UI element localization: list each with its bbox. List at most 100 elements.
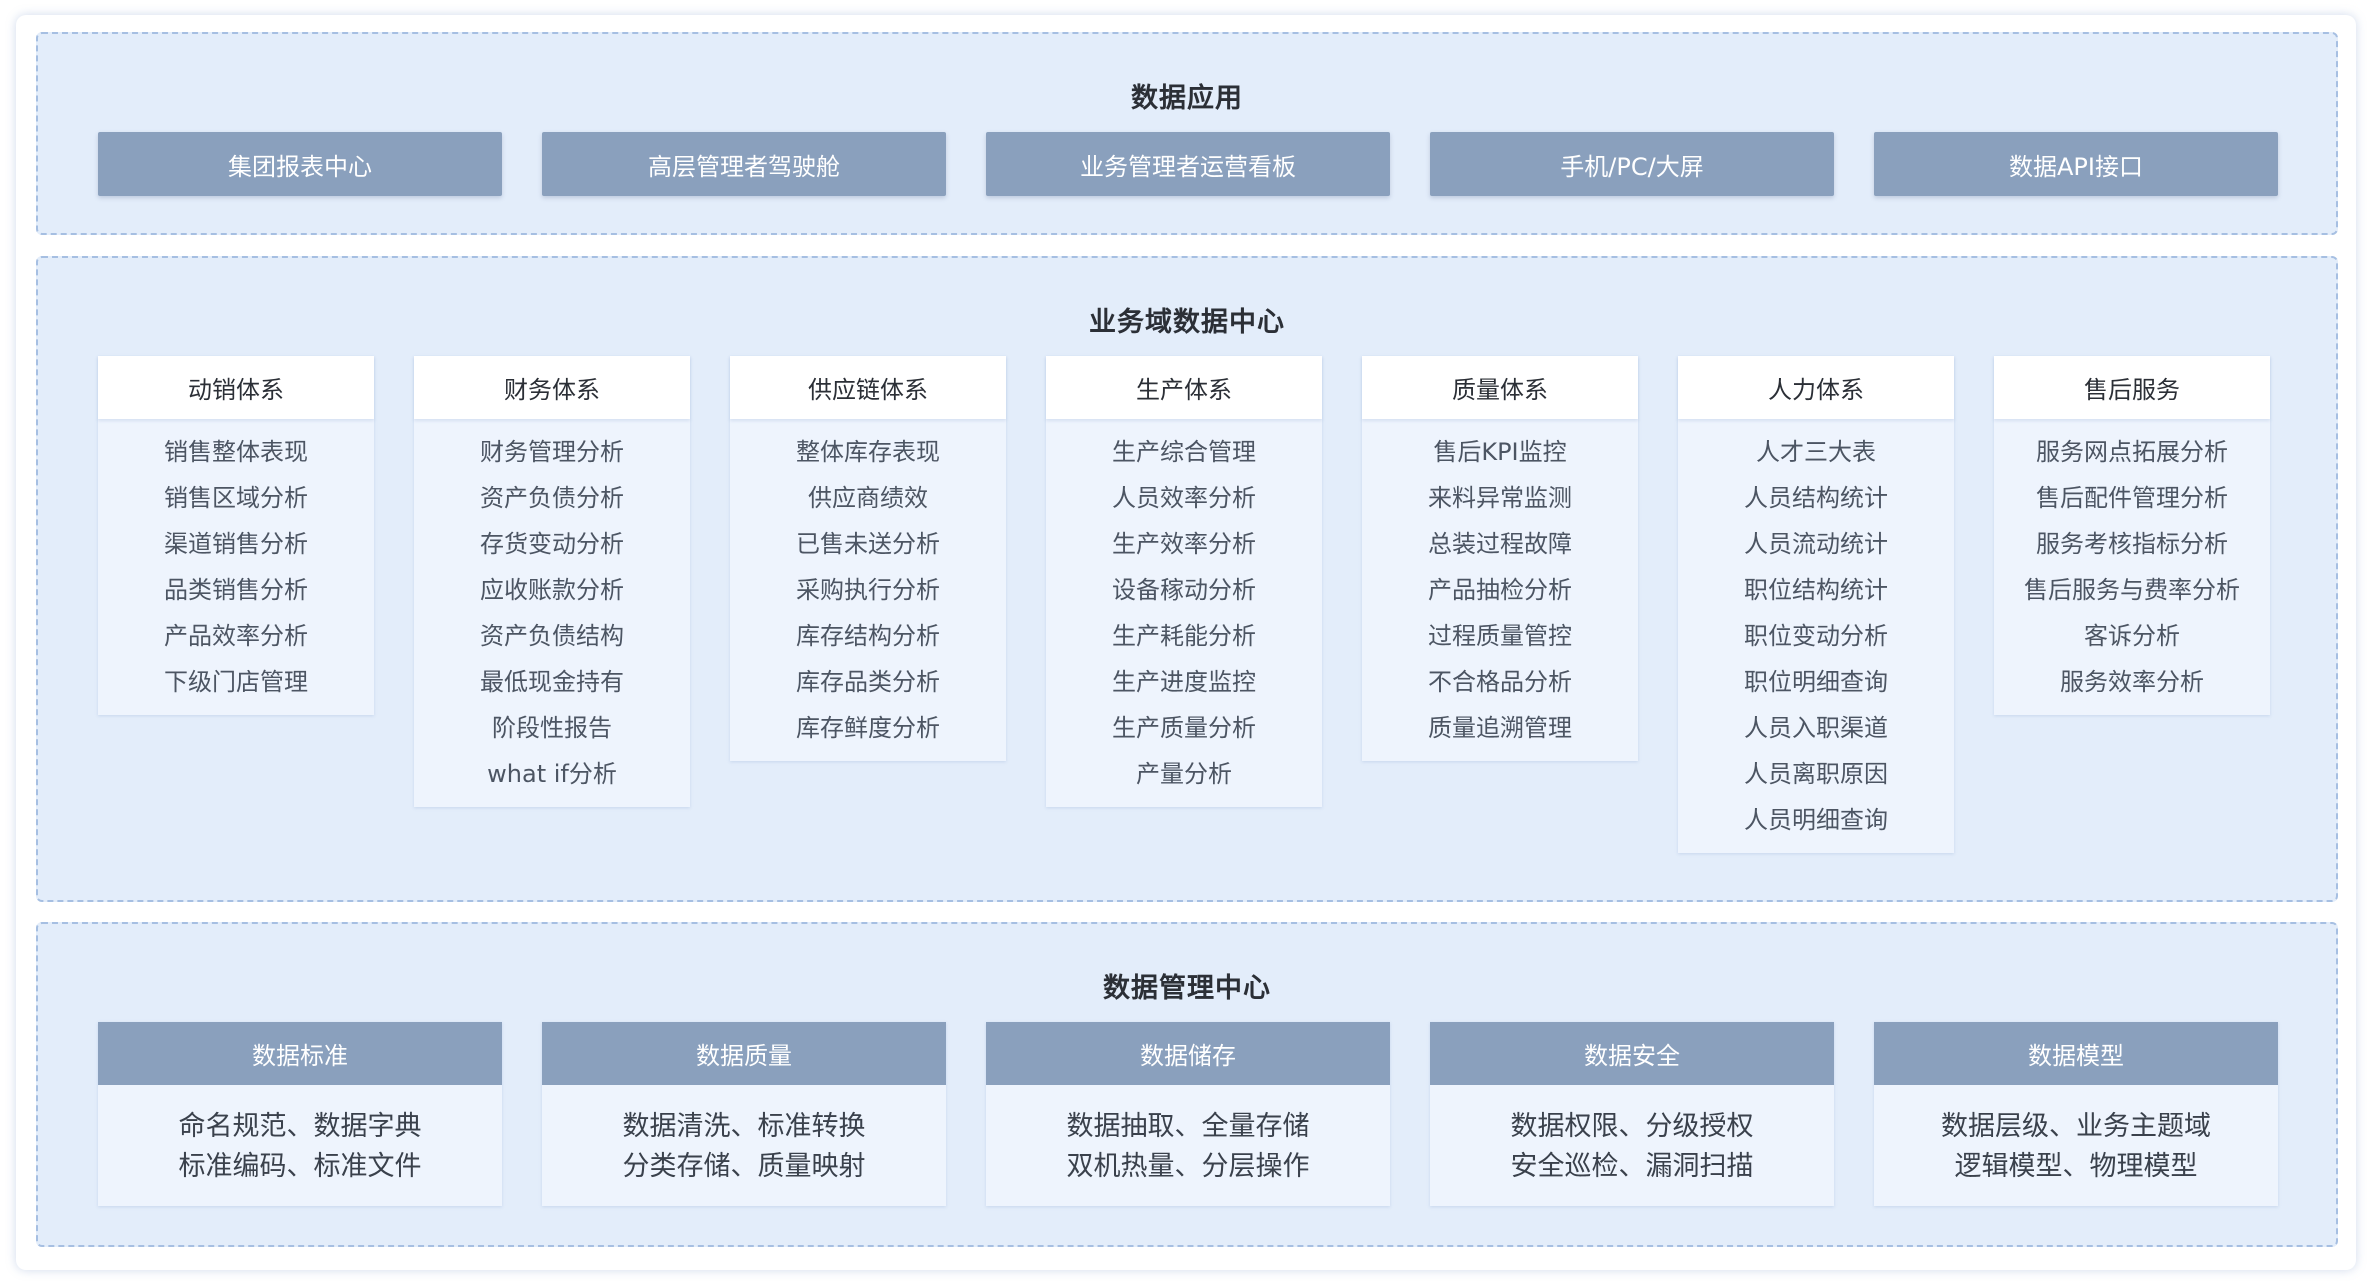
business-item: 应收账款分析 [480,576,624,604]
management-card-body: 数据清洗、标准转换分类存储、质量映射 [542,1085,946,1187]
business-item: 售后KPI监控 [1433,438,1567,466]
business-item-list: 销售整体表现销售区域分析渠道销售分析品类销售分析产品效率分析下级门店管理 [98,419,374,715]
business-item: 库存鲜度分析 [796,714,940,742]
business-item-list: 服务网点拓展分析售后配件管理分析服务考核指标分析售后服务与费率分析客诉分析服务效… [1994,419,2270,715]
business-item: 客诉分析 [2084,622,2180,650]
business-item-list: 整体库存表现供应商绩效已售未送分析采购执行分析库存结构分析库存品类分析库存鲜度分… [730,419,1006,761]
business-item: 产量分析 [1136,760,1232,788]
management-card: 数据质量数据清洗、标准转换分类存储、质量映射 [542,1022,946,1206]
business-item: 人员离职原因 [1744,760,1888,788]
business-item: 职位变动分析 [1744,622,1888,650]
management-card-line: 数据抽取、全量存储 [1066,1111,1310,1142]
management-card-header: 数据标准 [98,1022,502,1085]
management-card-line: 标准编码、标准文件 [178,1151,422,1182]
business-column: 供应链体系整体库存表现供应商绩效已售未送分析采购执行分析库存结构分析库存品类分析… [730,356,1006,761]
app-item-data-api: 数据API接口 [1874,132,2278,196]
business-column-header: 人力体系 [1678,356,1954,419]
business-column: 生产体系生产综合管理人员效率分析生产效率分析设备稼动分析生产耗能分析生产进度监控… [1046,356,1322,807]
management-card-line: 逻辑模型、物理模型 [1954,1151,2198,1182]
business-item: 品类销售分析 [164,576,308,604]
business-item: 人员入职渠道 [1744,714,1888,742]
management-card-line: 分类存储、质量映射 [622,1151,866,1182]
business-item: 过程质量管控 [1428,622,1572,650]
business-column: 人力体系人才三大表人员结构统计人员流动统计职位结构统计职位变动分析职位明细查询人… [1678,356,1954,853]
management-card: 数据安全数据权限、分级授权安全巡检、漏洞扫描 [1430,1022,1834,1206]
business-item: 职位结构统计 [1744,576,1888,604]
business-item: 产品抽检分析 [1428,576,1572,604]
section-business-data-center: 业务域数据中心 动销体系销售整体表现销售区域分析渠道销售分析品类销售分析产品效率… [36,256,2338,902]
business-column: 财务体系财务管理分析资产负债分析存货变动分析应收账款分析资产负债结构最低现金持有… [414,356,690,807]
business-item: 人才三大表 [1756,438,1876,466]
management-card-body: 数据权限、分级授权安全巡检、漏洞扫描 [1430,1085,1834,1187]
business-item: 总装过程故障 [1428,530,1572,558]
business-item: 职位明细查询 [1744,668,1888,696]
section-title-data-management-center: 数据管理中心 [1103,973,1271,1004]
management-card-line: 双机热量、分层操作 [1066,1151,1310,1182]
business-item: 存货变动分析 [480,530,624,558]
business-item: 来料异常监测 [1428,484,1572,512]
management-card-body: 数据抽取、全量存储双机热量、分层操作 [986,1085,1390,1187]
business-item: 下级门店管理 [164,668,308,696]
business-item: 售后配件管理分析 [2036,484,2228,512]
management-card-body: 数据层级、业务主题域逻辑模型、物理模型 [1874,1085,2278,1187]
management-card-line: 数据层级、业务主题域 [1941,1111,2211,1142]
business-item: 生产耗能分析 [1112,622,1256,650]
management-card: 数据模型数据层级、业务主题域逻辑模型、物理模型 [1874,1022,2278,1206]
business-item: 服务考核指标分析 [2036,530,2228,558]
business-item: 售后服务与费率分析 [2024,576,2240,604]
management-card: 数据储存数据抽取、全量存储双机热量、分层操作 [986,1022,1390,1206]
management-card-header: 数据质量 [542,1022,946,1085]
business-item: 服务网点拓展分析 [2036,438,2228,466]
business-item: 资产负债分析 [480,484,624,512]
business-item: 已售未送分析 [796,530,940,558]
business-item: 生产进度监控 [1112,668,1256,696]
business-item: 最低现金持有 [480,668,624,696]
business-item: 产品效率分析 [164,622,308,650]
business-item: 不合格品分析 [1428,668,1572,696]
business-item-list: 售后KPI监控来料异常监测总装过程故障产品抽检分析过程质量管控不合格品分析质量追… [1362,419,1638,761]
business-item: 人员流动统计 [1744,530,1888,558]
business-item: 质量追溯管理 [1428,714,1572,742]
app-item-mobile-pc-screen: 手机/PC/大屏 [1430,132,1834,196]
business-item: 渠道销售分析 [164,530,308,558]
business-item: 人员结构统计 [1744,484,1888,512]
section-data-management-center: 数据管理中心 数据标准命名规范、数据字典标准编码、标准文件数据质量数据清洗、标准… [36,922,2338,1247]
section-title-business-data-center: 业务域数据中心 [1089,307,1285,338]
business-item: 整体库存表现 [796,438,940,466]
business-item: 生产效率分析 [1112,530,1256,558]
business-item: 设备稼动分析 [1112,576,1256,604]
business-column: 售后服务服务网点拓展分析售后配件管理分析服务考核指标分析售后服务与费率分析客诉分… [1994,356,2270,715]
management-card-header: 数据模型 [1874,1022,2278,1085]
business-item: 销售整体表现 [164,438,308,466]
app-item-executive-cockpit: 高层管理者驾驶舱 [542,132,946,196]
app-item-group-report-center: 集团报表中心 [98,132,502,196]
business-item: 财务管理分析 [480,438,624,466]
business-item-list: 人才三大表人员结构统计人员流动统计职位结构统计职位变动分析职位明细查询人员入职渠… [1678,419,1954,853]
business-item: 采购执行分析 [796,576,940,604]
business-column-header: 供应链体系 [730,356,1006,419]
business-item-list: 生产综合管理人员效率分析生产效率分析设备稼动分析生产耗能分析生产进度监控生产质量… [1046,419,1322,807]
business-item: 人员明细查询 [1744,806,1888,834]
business-item: 资产负债结构 [480,622,624,650]
management-card-line: 命名规范、数据字典 [178,1111,422,1142]
management-card-header: 数据储存 [986,1022,1390,1085]
management-card-header: 数据安全 [1430,1022,1834,1085]
business-column: 质量体系售后KPI监控来料异常监测总装过程故障产品抽检分析过程质量管控不合格品分… [1362,356,1638,761]
business-item: 供应商绩效 [808,484,928,512]
business-item: 销售区域分析 [164,484,308,512]
section-title-data-application: 数据应用 [1131,83,1243,114]
business-column-header: 动销体系 [98,356,374,419]
management-card-line: 数据权限、分级授权 [1510,1111,1754,1142]
business-column-header: 售后服务 [1994,356,2270,419]
business-item: 阶段性报告 [492,714,612,742]
business-item: 库存结构分析 [796,622,940,650]
section-data-application: 数据应用 集团报表中心 高层管理者驾驶舱 业务管理者运营看板 手机/PC/大屏 … [36,32,2338,235]
management-card-line: 数据清洗、标准转换 [622,1111,866,1142]
management-card-line: 安全巡检、漏洞扫描 [1510,1151,1754,1182]
business-item: 人员效率分析 [1112,484,1256,512]
business-item: what if分析 [487,760,617,788]
management-card-body: 命名规范、数据字典标准编码、标准文件 [98,1085,502,1187]
business-item: 生产综合管理 [1112,438,1256,466]
management-card: 数据标准命名规范、数据字典标准编码、标准文件 [98,1022,502,1206]
business-item: 服务效率分析 [2060,668,2204,696]
